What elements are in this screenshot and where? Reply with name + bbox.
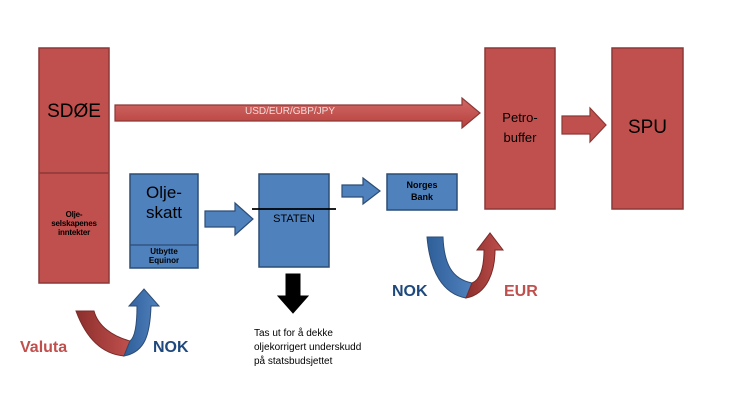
petrobuffer-to-spu-arrow: [561, 106, 607, 144]
nok-label-right: NOK: [392, 283, 428, 300]
utbytte-label: Utbytte Equinor: [148, 247, 180, 266]
valuta-label: Valuta: [20, 339, 68, 356]
down-arrow: [276, 273, 310, 314]
oljeskatt-box: [129, 173, 199, 269]
staten-label: STATEN: [273, 213, 315, 225]
staten-box: [258, 173, 330, 268]
valuta-curve: [75, 310, 131, 357]
oljeskatt-to-staten-arrow: [204, 201, 254, 237]
currency-arrow: [114, 96, 481, 130]
eur-label: EUR: [504, 283, 538, 300]
note-text: Tas ut for å dekke oljekorrigert undersk…: [254, 328, 362, 367]
petrobuffer-box: [484, 47, 556, 210]
staten-to-norgesbank-arrow: [341, 176, 381, 206]
eur-curve: [465, 232, 505, 299]
nok-label-left: NOK: [153, 339, 189, 356]
olje-inntekter-label: Olje- selskapenes inntekter: [51, 210, 97, 238]
currencies-label: USD/EUR/GBP/JPY: [244, 106, 336, 117]
norges-bank-label: Norges Bank: [406, 180, 438, 202]
spu-label: SPU: [627, 117, 668, 138]
norges-bank-box: [386, 173, 458, 211]
sdoe-box: [38, 47, 110, 284]
sdoe-label: SDØE: [47, 101, 101, 122]
petrobuffer-label: Petro- buffer: [502, 110, 538, 146]
oljeskatt-label: Olje- skatt: [146, 183, 182, 223]
nok-curve-left: [123, 288, 161, 357]
spu-box: [611, 47, 684, 210]
